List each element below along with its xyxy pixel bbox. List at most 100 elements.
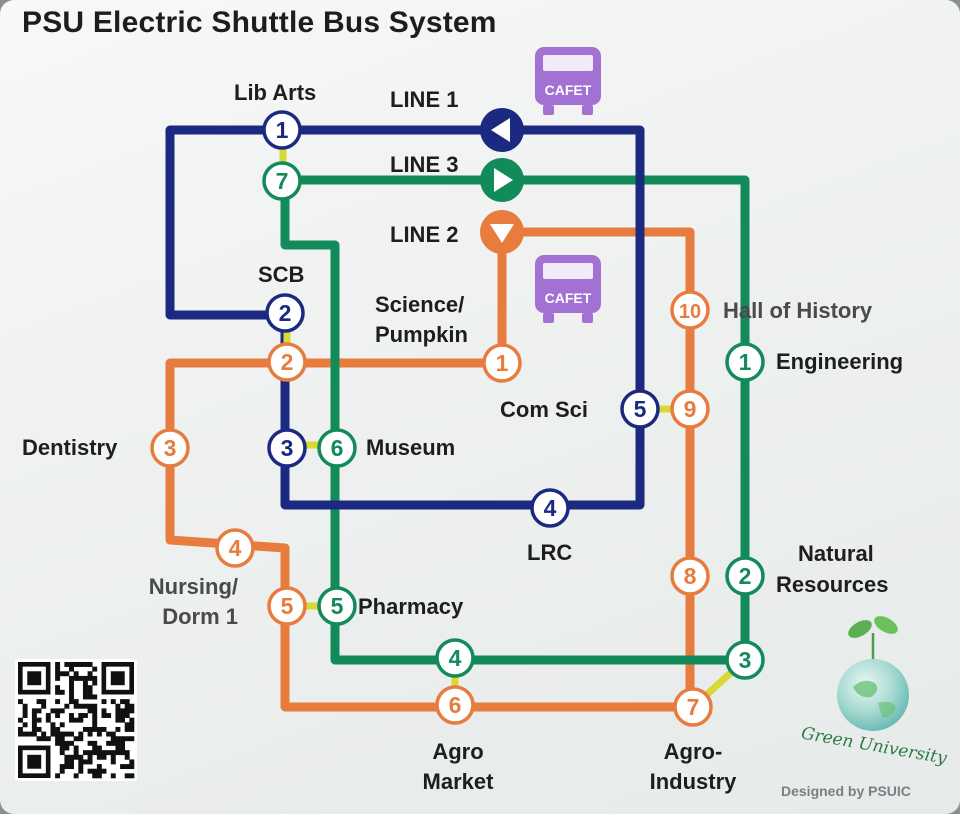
qr-module xyxy=(41,699,47,705)
qr-module xyxy=(50,722,56,728)
qr-module xyxy=(101,708,107,714)
qr-module xyxy=(55,773,61,779)
stop-line1-4: 4 xyxy=(530,488,570,528)
stop-number: 7 xyxy=(276,168,289,194)
stop-number: 2 xyxy=(739,563,752,589)
qr-module xyxy=(120,740,126,746)
stop-marker-circle xyxy=(670,556,710,596)
qr-module xyxy=(92,675,98,681)
qr-module xyxy=(55,726,61,732)
qr-module xyxy=(36,736,42,742)
line3-badge: LINE 3 xyxy=(390,152,524,202)
label-agro-industry: Agro-Industry xyxy=(650,739,738,794)
qr-module xyxy=(124,708,130,714)
stop-line3-4: 4 xyxy=(435,638,475,678)
qr-module xyxy=(92,726,98,732)
qr-module xyxy=(69,680,74,686)
label-science-pumpkin: Science/Pumpkin xyxy=(375,292,468,347)
stop-line3-5: 5 xyxy=(317,586,357,626)
stop-line3-3: 3 xyxy=(725,640,765,680)
place-label-text: SCB xyxy=(258,262,304,287)
qr-module xyxy=(59,671,65,677)
qr-module xyxy=(69,731,74,737)
green-university-logo: Green University xyxy=(800,616,949,769)
arrow-left-icon xyxy=(491,118,510,142)
stop-marker-circle xyxy=(673,687,713,727)
qr-module xyxy=(129,726,135,732)
qr-module xyxy=(87,675,93,681)
qr-module xyxy=(96,754,102,760)
qr-module xyxy=(41,703,47,709)
stop-marker-circle xyxy=(317,586,357,626)
qr-module xyxy=(82,759,88,765)
stop-line2-1: 1 xyxy=(482,343,522,383)
qr-module xyxy=(36,708,42,714)
stop-number: 10 xyxy=(679,301,701,323)
cafet-bus-icon: CAFET xyxy=(535,255,601,323)
stop-marker-circle xyxy=(265,293,305,333)
qr-module xyxy=(92,694,98,700)
arrow-down-icon xyxy=(490,224,514,243)
qr-module xyxy=(59,764,65,770)
qr-module xyxy=(115,745,121,751)
stop-number: 3 xyxy=(281,435,294,461)
qr-module xyxy=(55,662,61,667)
stop-number: 5 xyxy=(331,593,344,619)
place-label-text: Agro xyxy=(432,739,483,764)
qr-module xyxy=(41,736,47,742)
qr-module xyxy=(82,703,88,709)
place-label-text: Hall of History xyxy=(723,298,873,323)
qr-module xyxy=(82,750,88,756)
qr-module xyxy=(45,717,51,723)
route-lines xyxy=(165,125,750,712)
qr-module xyxy=(124,726,130,732)
qr-module xyxy=(78,675,84,681)
qr-module xyxy=(124,703,130,709)
qr-module xyxy=(69,717,74,723)
qr-module xyxy=(22,713,28,718)
qr-module xyxy=(110,699,116,705)
qr-module xyxy=(73,703,79,709)
qr-module xyxy=(129,759,135,765)
qr-module xyxy=(73,736,79,742)
arrow-right-icon xyxy=(494,168,513,192)
qr-module xyxy=(50,731,56,737)
place-labels: Lib ArtsSCBScience/PumpkinDentistryNursi… xyxy=(22,80,903,794)
qr-module xyxy=(87,685,93,691)
qr-finder-core xyxy=(27,754,42,769)
qr-module xyxy=(55,689,61,695)
place-label-text: Dorm 1 xyxy=(162,604,238,629)
stop-number: 6 xyxy=(331,435,344,461)
qr-module xyxy=(92,773,98,779)
qr-module xyxy=(55,740,61,746)
qr-module xyxy=(92,713,98,718)
qr-module xyxy=(78,736,84,742)
qr-module xyxy=(82,662,88,667)
stop-line2-7: 7 xyxy=(673,687,713,727)
label-hall-of-history: Hall of History xyxy=(723,298,873,323)
qr-module xyxy=(55,699,61,705)
qr-code xyxy=(15,659,137,781)
qr-module xyxy=(64,754,70,760)
qr-module xyxy=(73,745,79,751)
stop-number: 4 xyxy=(449,645,462,671)
qr-module xyxy=(87,726,93,732)
qr-module xyxy=(73,750,79,756)
qr-module xyxy=(110,773,116,779)
qr-module xyxy=(101,768,107,774)
qr-module xyxy=(78,713,84,718)
qr-module xyxy=(59,750,65,756)
label-engineering: Engineering xyxy=(776,349,903,374)
stop-marker-circle xyxy=(620,389,660,429)
place-label-text: Nursing/ xyxy=(149,574,238,599)
stop-line1-3: 3 xyxy=(267,428,307,468)
stop-number: 4 xyxy=(544,495,557,521)
qr-module xyxy=(64,671,70,677)
qr-module xyxy=(22,708,28,714)
qr-module xyxy=(59,731,65,737)
qr-module xyxy=(18,717,23,723)
qr-module xyxy=(59,689,65,695)
stop-line2-2: 2 xyxy=(267,342,307,382)
stop-number: 5 xyxy=(634,396,647,422)
